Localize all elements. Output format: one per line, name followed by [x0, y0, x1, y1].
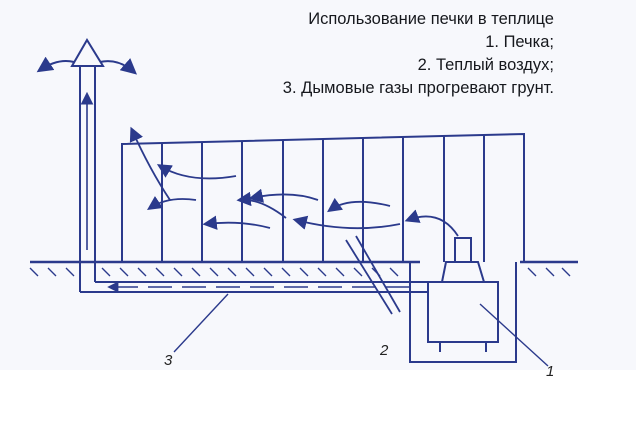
bottom-margin — [0, 370, 636, 422]
caption-title: Использование печки в теплице — [308, 10, 554, 28]
caption-item-warm-air: 2. Теплый воздух; — [417, 56, 554, 74]
caption-item-flue-gas: 3. Дымовые газы прогревают грунт. — [282, 79, 554, 97]
warm-air-arrows — [129, 126, 459, 315]
chimney — [70, 38, 105, 292]
smoke-exhaust-arrows — [36, 56, 138, 75]
caption: Использование печки в теплице 1. Печка; … — [283, 8, 554, 100]
ground-surface — [29, 260, 578, 277]
label-stove: 1 — [546, 363, 554, 380]
label-warm-air: 2 — [379, 342, 389, 359]
flue-duct — [80, 281, 430, 293]
label-flue-gas: 3 — [164, 352, 173, 369]
stove — [427, 237, 499, 352]
stove-pit — [409, 262, 517, 363]
label-leaders — [173, 293, 549, 367]
caption-item-stove: 1. Печка; — [485, 33, 554, 51]
